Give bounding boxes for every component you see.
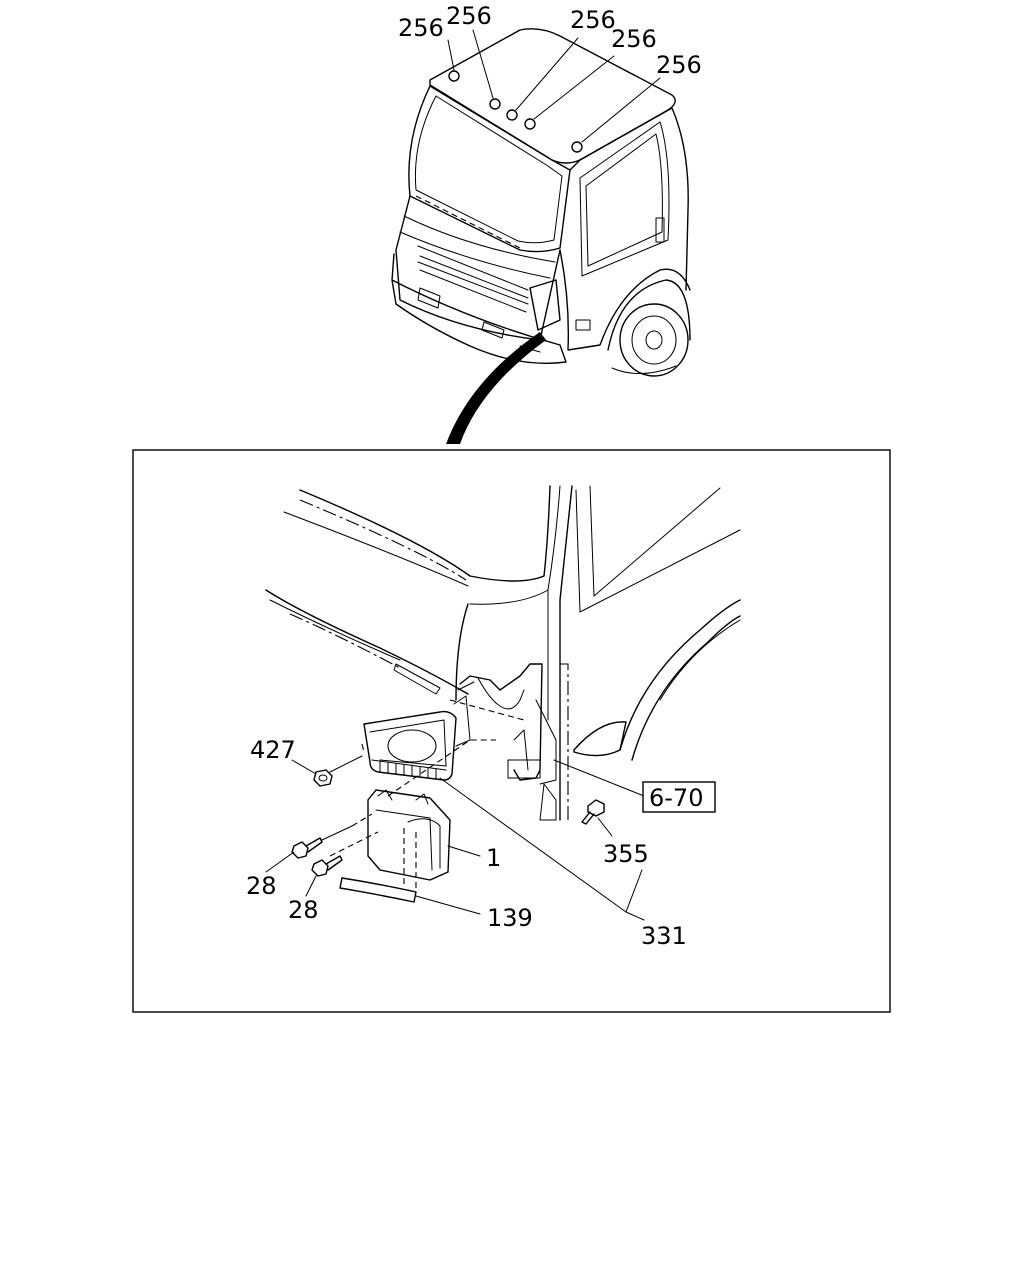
detail-frame: [132, 449, 891, 1013]
callout-28-2: 28: [288, 896, 319, 924]
callout-256-5: 256: [656, 51, 702, 79]
callout-355: 355: [603, 840, 649, 868]
roof-lamp-2: [489, 98, 501, 110]
callout-1: 1: [486, 844, 501, 872]
roof-lamp-4: [524, 118, 536, 130]
reference-box: [642, 781, 716, 813]
callout-28-1: 28: [246, 872, 277, 900]
callout-256-3: 256: [570, 6, 616, 34]
reference-6-70: 6-70: [649, 784, 703, 812]
screw-355: [581, 799, 605, 825]
truck-cab-overview: [391, 28, 691, 377]
bolt-28-lower: [311, 855, 343, 877]
callout-331: 331: [641, 922, 687, 950]
detail-pointer: [446, 332, 546, 444]
bolt-28-upper: [291, 825, 353, 859]
callout-256-1: 256: [398, 14, 444, 42]
roof-lamp-3: [506, 109, 518, 121]
roof-lamp-5: [571, 141, 583, 153]
callout-256-2: 256: [446, 2, 492, 30]
roof-lamp-1: [448, 70, 460, 82]
nut-427: [313, 755, 363, 787]
detail-view: [265, 485, 741, 921]
callout-139: 139: [487, 904, 533, 932]
callout-427: 427: [250, 736, 296, 764]
callout-256-4: 256: [611, 25, 657, 53]
roof-marker-lamps: [447, 29, 661, 153]
